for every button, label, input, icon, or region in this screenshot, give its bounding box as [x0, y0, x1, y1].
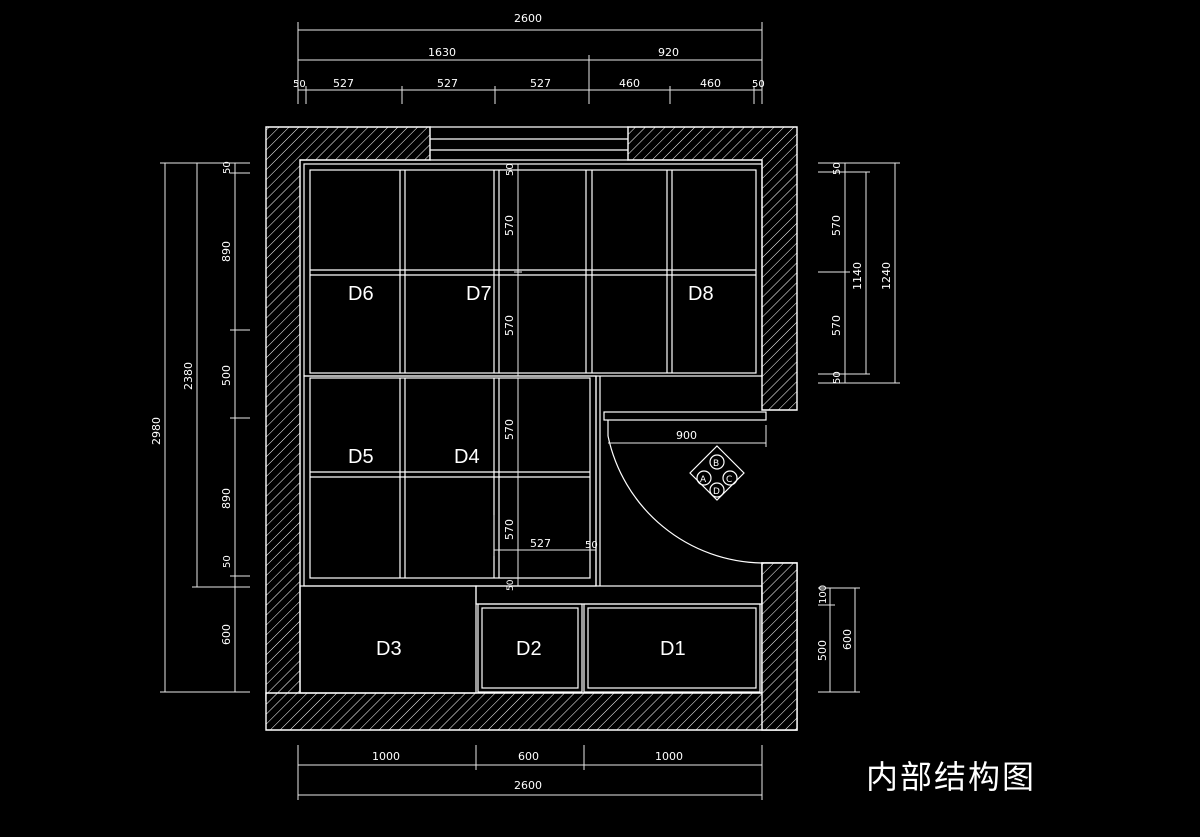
bottom-units — [299, 585, 763, 694]
dim-top-edge-right: 50 — [752, 79, 765, 90]
dim-right-row2: 570 — [830, 315, 843, 336]
bottom-dimensions: 1000 600 1000 2600 — [297, 745, 763, 800]
dim-right-row1: 570 — [830, 215, 843, 236]
lower-grid — [310, 376, 601, 586]
dim-right-outer: 1240 — [880, 262, 893, 290]
compass-label-d: D — [713, 487, 720, 497]
dim-top-right-group: 920 — [658, 46, 679, 59]
dim-inner-upper2: 570 — [503, 315, 516, 336]
dim-right-edge-top: 50 — [832, 162, 843, 175]
dim-top-col2: 527 — [437, 77, 458, 90]
compass-label-a: A — [700, 475, 707, 485]
wall-right-lower — [761, 562, 798, 731]
room-label-d6: D6 — [348, 283, 374, 305]
dim-left-bottom-edge: 50 — [222, 555, 233, 568]
dim-inner-gap-top: 50 — [505, 163, 516, 176]
dim-inner-door: 900 — [676, 429, 697, 442]
dim-left-upper: 2380 — [182, 362, 195, 390]
inner-dimensions: 50 570 570 570 570 527 50 50 900 — [493, 163, 767, 591]
room-label-d7: D7 — [466, 283, 492, 305]
compass-label-b: B — [713, 459, 719, 469]
dim-left-row-c: 890 — [220, 488, 233, 509]
dim-inner-lower2: 570 — [503, 519, 516, 540]
dim-right-base-outer: 600 — [841, 629, 854, 650]
dim-inner-upper1: 570 — [503, 215, 516, 236]
dim-top-col1: 527 — [333, 77, 354, 90]
room-label-d3: D3 — [376, 638, 402, 660]
drawing-title: 内部结构图 — [866, 758, 1037, 796]
dim-inner-cell-w: 527 — [530, 537, 551, 550]
dim-bottom-d3: 1000 — [372, 750, 400, 763]
dim-top-col4: 460 — [619, 77, 640, 90]
room-label-d1: D1 — [660, 638, 686, 660]
room-label-d2: D2 — [516, 638, 542, 660]
room-label-d4: D4 — [454, 446, 480, 468]
dim-right-base-mid: 500 — [816, 640, 829, 661]
dim-left-base: 600 — [220, 624, 233, 645]
top-dimensions: 2600 1630 920 50 527 527 527 460 460 50 — [293, 12, 765, 104]
room-label-d8: D8 — [688, 283, 714, 305]
dim-inner-cell-gap: 50 — [585, 540, 598, 551]
room-label-d5: D5 — [348, 446, 374, 468]
walls — [265, 126, 798, 731]
door — [603, 411, 767, 564]
dim-left-top-edge: 50 — [222, 161, 233, 174]
right-dimensions: 50 570 570 50 1140 1240 100 500 600 — [816, 162, 900, 693]
dim-bottom-d1: 1000 — [655, 750, 683, 763]
dim-inner-small: 50 — [506, 579, 516, 591]
cabinet-frame — [303, 163, 763, 587]
dim-top-col5: 460 — [700, 77, 721, 90]
dim-right-edge-bottom: 50 — [832, 371, 843, 384]
dim-top-overall: 2600 — [514, 12, 542, 25]
dim-top-edge-left: 50 — [293, 79, 306, 90]
dim-left-row-b: 500 — [220, 365, 233, 386]
dim-right-base-small: 100 — [818, 585, 829, 604]
left-dimensions: 2980 2380 50 890 500 890 50 600 — [150, 161, 250, 693]
dim-inner-lower1: 570 — [503, 419, 516, 440]
dim-top-left-group: 1630 — [428, 46, 456, 59]
dim-top-col3: 527 — [530, 77, 551, 90]
room-labels: D6 D7 D8 D5 D4 D3 D2 D1 — [348, 283, 714, 660]
dim-bottom-d2: 600 — [518, 750, 539, 763]
dim-left-row-a: 890 — [220, 241, 233, 262]
dim-right-inner: 1140 — [851, 262, 864, 290]
dim-left-overall: 2980 — [150, 417, 163, 445]
top-window — [430, 126, 628, 161]
compass-icon: B C A D — [689, 445, 745, 501]
compass-label-c: C — [726, 475, 732, 485]
dim-bottom-overall: 2600 — [514, 779, 542, 792]
upper-grid — [310, 170, 756, 373]
